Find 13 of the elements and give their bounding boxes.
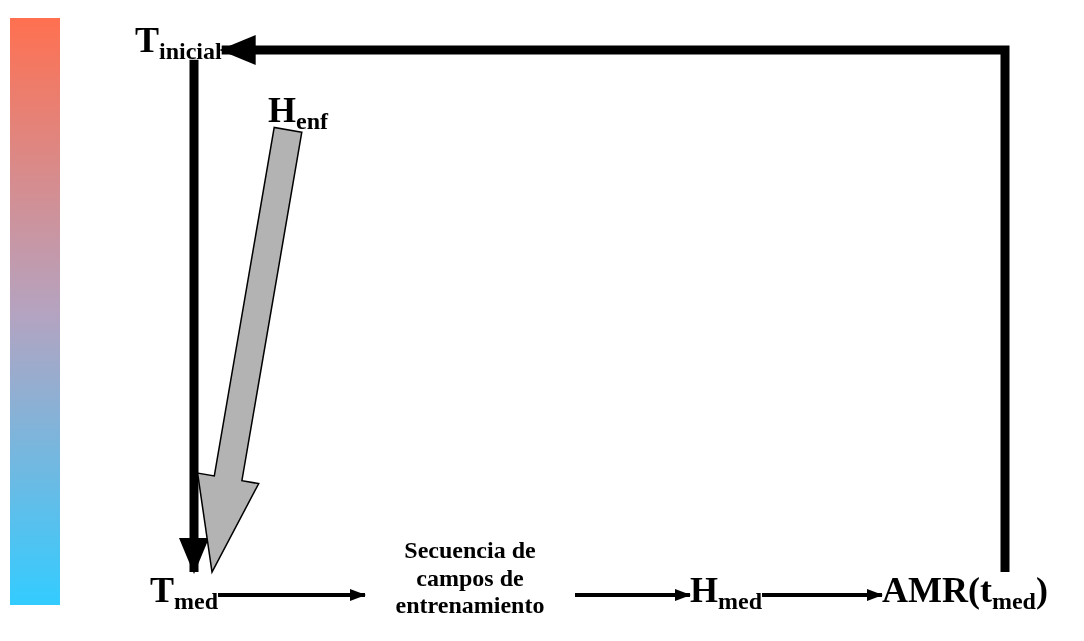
node-label: T$_{inicial}$ — [135, 22, 222, 60]
node-label: H$_{med}$ — [690, 572, 762, 610]
arrow — [218, 589, 366, 601]
node-label: H$_{enf}$ — [268, 92, 328, 130]
arrow — [179, 59, 209, 574]
node-label: AMR(t$_{med}$) — [882, 572, 1048, 610]
arrow — [219, 35, 1010, 572]
node-label: T$_{med}$ — [150, 572, 218, 610]
color-scale-bar — [10, 18, 60, 605]
arrow — [575, 589, 691, 601]
block-arrow — [196, 126, 303, 575]
node-label: Secuencia de campos de entrenamiento — [394, 537, 546, 620]
arrow — [762, 589, 883, 601]
